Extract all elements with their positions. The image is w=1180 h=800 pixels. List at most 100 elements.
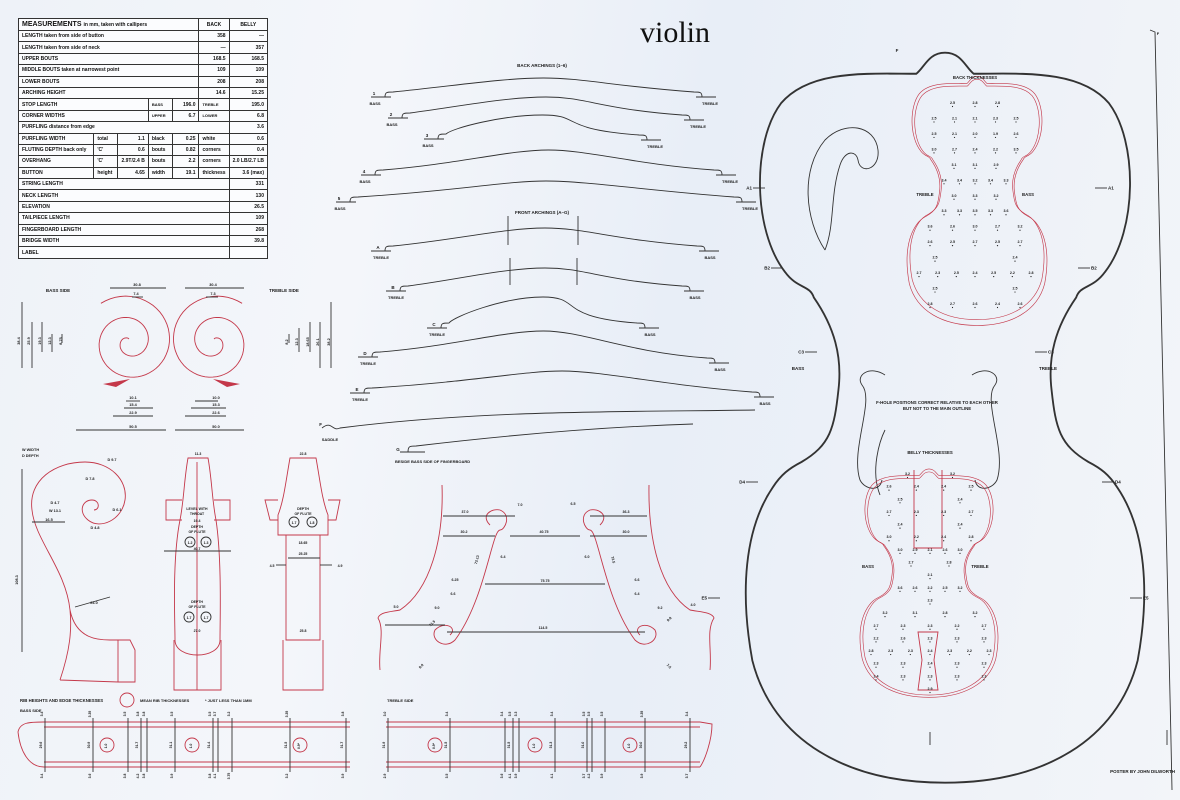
- thickness-value: 2.3: [888, 649, 893, 653]
- thickness-value: 2.0: [973, 132, 978, 136]
- f-hole-note: F-HOLE POSITIONS CORRECT RELATIVE TO EAC…: [876, 400, 999, 405]
- arching-side-label: BASS: [714, 367, 725, 372]
- scroll-side-profile: [31, 461, 126, 683]
- thickness-value: 2.3: [993, 116, 998, 120]
- measure-point: [933, 121, 935, 123]
- measure-point: [983, 679, 985, 681]
- dimension-value: 6.4: [501, 555, 506, 559]
- arching-side-label: TREBLE: [742, 206, 758, 211]
- dimension-value: 40.75: [540, 530, 549, 534]
- belly-value: —: [228, 29, 269, 43]
- dimension-value: W 13.1: [49, 509, 61, 513]
- measure-point: [929, 679, 931, 681]
- thickness-value: 2.2: [928, 586, 933, 590]
- thickness-value: 2.3: [901, 624, 906, 628]
- scroll-back-view: [277, 457, 329, 691]
- dimension-value: 15.3: [212, 403, 219, 407]
- dimension-value: 7.3: [210, 292, 215, 296]
- section-marker: C3: [798, 350, 804, 355]
- thickness-value: 2.3: [982, 636, 987, 640]
- arching-side-label: TREBLE: [702, 101, 718, 106]
- measure-point: [937, 275, 939, 278]
- dimension-value: D 4.7: [50, 501, 59, 505]
- thickness-value: 2.3: [901, 674, 906, 678]
- thickness-value: 2.5: [898, 497, 903, 501]
- measure-point: [899, 502, 901, 504]
- thickness-value: 2.2: [955, 624, 960, 628]
- thickness-value: 3.0: [952, 194, 957, 198]
- thickness-value: 2.3: [928, 624, 933, 628]
- rib-height: 30.0: [639, 742, 643, 749]
- row-label: LENGTH taken from side of button: [17, 29, 200, 43]
- dimension-value: 10.0: [212, 396, 219, 400]
- block-end: [699, 721, 713, 768]
- dimension-value: 114.5: [539, 626, 548, 630]
- dimension-value: 38.2: [327, 338, 331, 345]
- measure-point: [929, 603, 931, 605]
- edge-thickness: 3.2: [227, 712, 231, 717]
- thickness-value: 2.8: [928, 302, 933, 306]
- measure-point: [959, 527, 961, 529]
- measure-point: [943, 514, 945, 517]
- edge-thickness: 4.1: [550, 774, 554, 779]
- measure-point: [951, 229, 954, 231]
- thickness-value: 3.4: [988, 178, 993, 182]
- thickness-value: 2.7: [995, 225, 1000, 229]
- measure-point: [953, 121, 956, 123]
- measure-point: [956, 628, 958, 630]
- measure-point: [953, 136, 956, 139]
- dimension-value: 1.3: [204, 541, 209, 545]
- section-marker: E5: [701, 596, 707, 601]
- row-label: LABEL: [18, 246, 230, 259]
- thickness-value: 2.1: [952, 116, 957, 120]
- measure-point: [974, 306, 976, 309]
- thickness-value: 2.3: [941, 510, 946, 514]
- dimension-value: 25.25: [299, 552, 308, 556]
- measure-point: [983, 628, 985, 630]
- section-marker: A1: [746, 186, 752, 191]
- dimension-value: 30.8: [133, 283, 140, 287]
- arching-side-label: TREBLE: [388, 295, 404, 300]
- dimension-value: 1.7: [204, 616, 209, 620]
- dimension-value: 37.0: [462, 510, 469, 514]
- arching-side-label: TREBLE: [352, 397, 368, 402]
- thickness-value: 2.1: [973, 116, 978, 120]
- measure-point: [884, 616, 886, 618]
- arching-letter: E: [355, 387, 358, 392]
- table-row: LENGTH taken from side of neck—357: [17, 41, 269, 54]
- dimension-value: 5.0: [394, 605, 399, 609]
- mean-rib-thickness-circle: [427, 737, 443, 753]
- arching-curve: [424, 114, 661, 141]
- measure-point: [929, 245, 931, 247]
- arching-letter: C: [432, 322, 436, 327]
- section-marker: A1: [1108, 186, 1114, 191]
- treble-label: TREBLE: [1039, 366, 1057, 371]
- measure-point: [1030, 275, 1032, 278]
- thickness-value: 3.2: [1018, 225, 1023, 229]
- thickness-value: 2.5: [991, 271, 996, 275]
- thickness-value: 2.2: [874, 636, 879, 640]
- value: [228, 246, 269, 259]
- measure-point: [888, 540, 890, 542]
- thickness-value: 2.9: [928, 687, 933, 691]
- measure-point: [989, 214, 992, 216]
- outline-detail: [875, 429, 886, 496]
- thickness-value: 3.0: [973, 225, 978, 229]
- treble-side-label: TREBLE SIDE: [387, 698, 414, 703]
- thickness-value: 2.3: [874, 662, 879, 666]
- dimension-value: THROAT: [190, 512, 205, 516]
- section-marker: D4: [1115, 480, 1121, 485]
- thickness-value: 3.0: [932, 147, 937, 151]
- dimension-value: 24.0: [90, 601, 97, 605]
- arching-side-label: BASS: [359, 179, 370, 184]
- edge-thickness: 3.9: [640, 774, 644, 779]
- flute-depth-circle: [306, 516, 318, 528]
- edge-thickness: 4.2: [136, 774, 140, 779]
